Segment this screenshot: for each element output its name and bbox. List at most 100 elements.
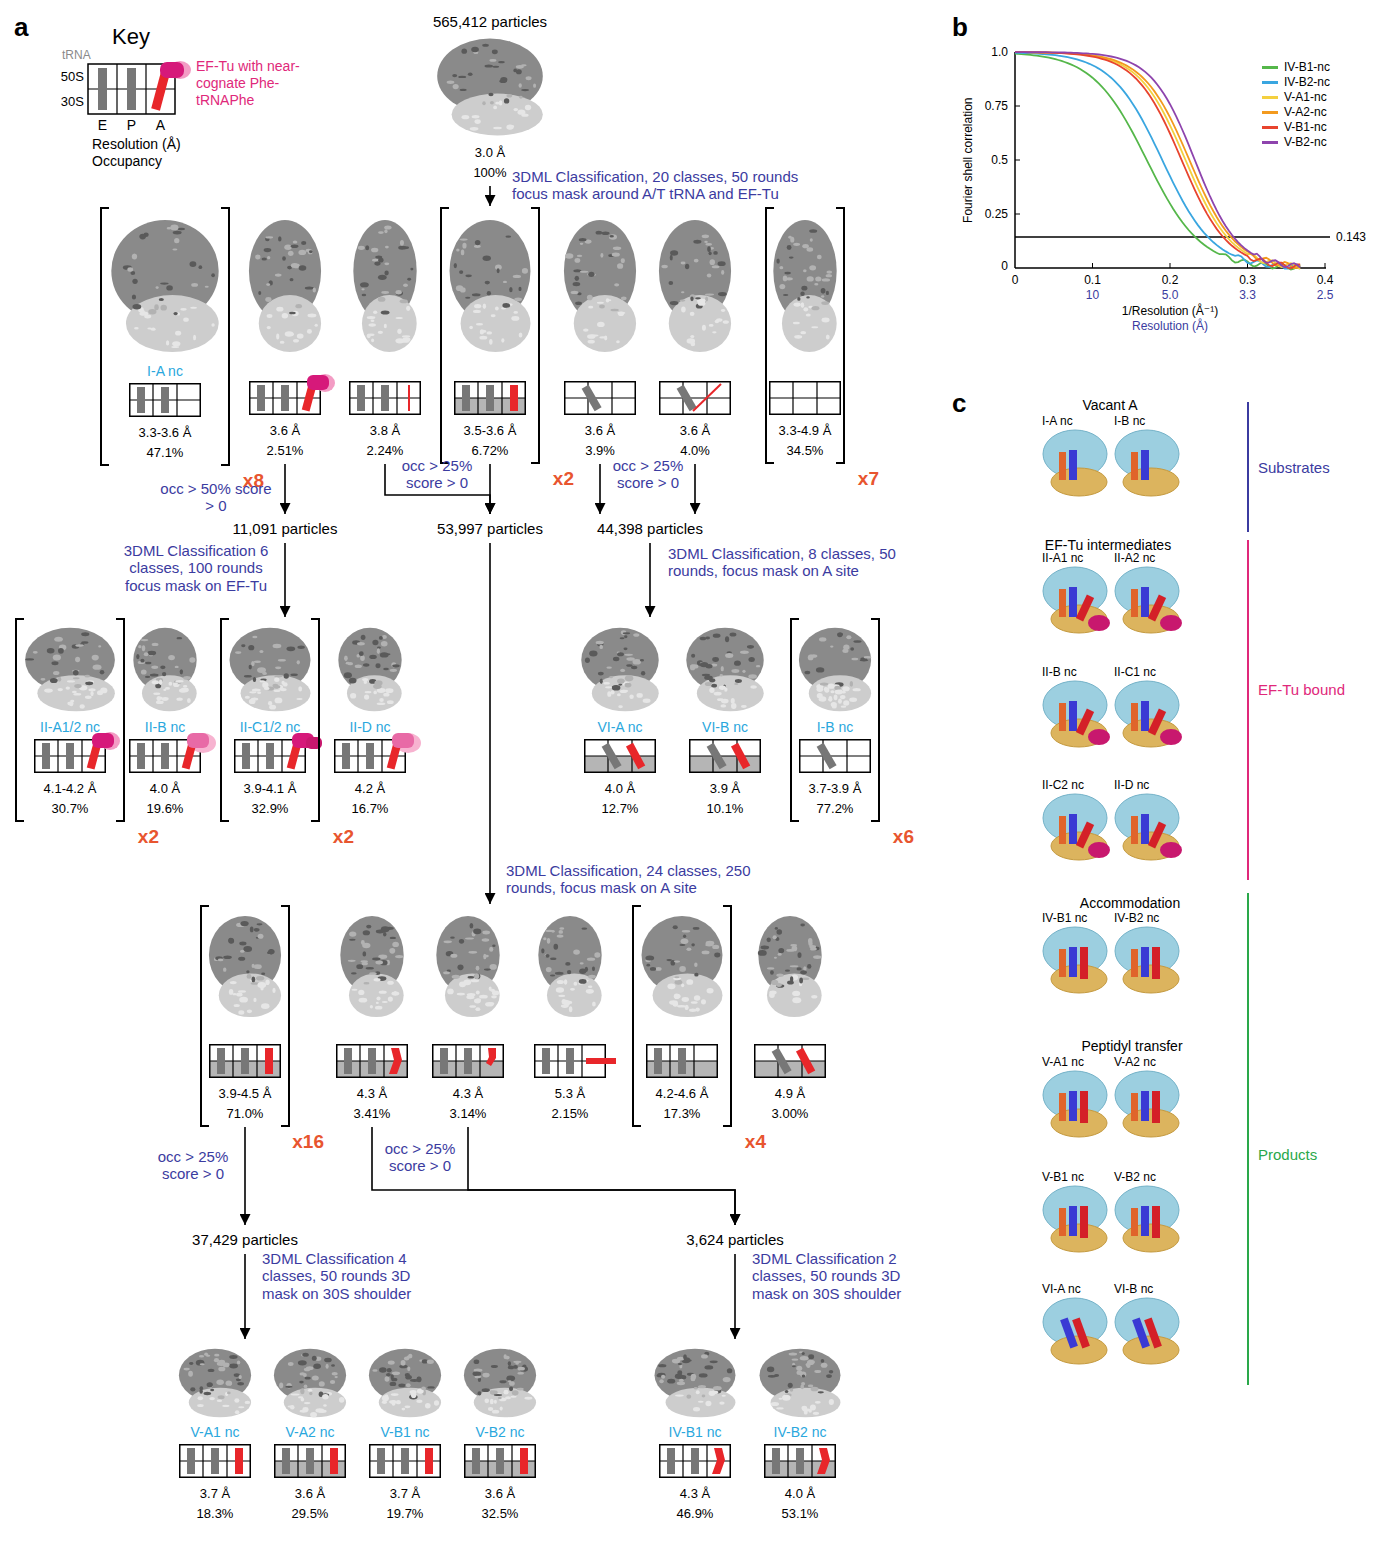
label: 3.3 [1239, 288, 1256, 302]
map-texture [705, 1401, 711, 1406]
bracket-left [221, 619, 229, 821]
text-row: 37,429 particles [170, 1230, 320, 1250]
map-texture [709, 324, 714, 327]
map-texture [459, 981, 466, 987]
map-texture [278, 236, 281, 241]
map-texture [494, 1394, 502, 1396]
map-texture [722, 1395, 726, 1397]
map-texture [864, 656, 872, 658]
state-schematic [34, 739, 106, 773]
map-texture [599, 645, 603, 649]
map-texture [434, 1400, 439, 1405]
map-texture [175, 680, 183, 683]
map-texture [475, 1007, 480, 1011]
map-texture [497, 268, 500, 273]
map-texture [476, 991, 480, 995]
map-texture [808, 942, 812, 947]
label: c [952, 388, 966, 419]
map-texture [500, 77, 507, 82]
map-texture [459, 270, 463, 274]
class-name: II-C1/2 nc [240, 719, 301, 737]
bracket-right [531, 208, 539, 463]
map-texture [267, 951, 270, 954]
trna-bar [486, 385, 494, 411]
map-texture [546, 967, 552, 972]
text-row: 3.7 Å [360, 1483, 450, 1503]
map-texture [709, 688, 714, 693]
map-texture [406, 306, 410, 311]
map-texture [176, 637, 182, 639]
map-texture [379, 698, 384, 702]
flow-arrow [244, 1127, 246, 1225]
map-texture [821, 301, 829, 305]
map-texture [460, 238, 468, 240]
state-schematic [564, 381, 636, 415]
text-row: 4.2 Å [330, 778, 410, 798]
trna-line [693, 384, 721, 411]
legend-entry: IV-B1-nc [1262, 60, 1330, 74]
map-texture [293, 339, 299, 342]
map-texture [162, 697, 168, 701]
map-texture [373, 691, 377, 695]
legend-swatch [1262, 66, 1278, 69]
map-texture [565, 253, 573, 258]
map-texture [375, 663, 380, 668]
map-texture [235, 1410, 240, 1414]
map-texture [462, 243, 466, 249]
text-row: 4.0 Å [572, 778, 668, 798]
label: 0.75 [985, 99, 1008, 113]
trna-bar [257, 385, 265, 411]
map-texture [189, 657, 195, 663]
map-texture [579, 980, 587, 984]
text-row: II-C1/2 nc [220, 717, 320, 737]
text-row: 3.9 Å [677, 778, 773, 798]
map-texture [571, 291, 579, 294]
map-texture [585, 657, 590, 663]
map-texture [332, 1372, 338, 1375]
label: Resolution (Å) [1132, 319, 1208, 333]
text-row: 5.3 Å [530, 1083, 610, 1103]
map-30s [219, 973, 281, 1017]
legend-text: V-A1-nc [1284, 90, 1327, 104]
bracket-left [766, 208, 774, 463]
map-texture [603, 682, 609, 684]
map-texture [401, 1360, 406, 1366]
spacer [200, 1024, 290, 1042]
map-texture [612, 252, 620, 256]
site-box [180, 1445, 251, 1478]
fsc-curve [1015, 52, 1300, 268]
map-30s [445, 973, 500, 1017]
trna-bar [796, 1448, 804, 1474]
map-texture [304, 1368, 311, 1372]
model-trna [1131, 703, 1138, 731]
map-texture [482, 44, 489, 47]
map-texture [821, 1359, 825, 1363]
map-texture [159, 298, 164, 301]
map-texture [704, 241, 708, 243]
map-texture [289, 312, 296, 314]
map-texture [450, 937, 455, 939]
grid-line [689, 755, 761, 756]
site-box [755, 1045, 826, 1078]
map-texture [307, 329, 312, 334]
map-30s [126, 295, 219, 352]
axis-title: Fourier shell correlation [961, 97, 975, 222]
trna-bar [464, 1048, 472, 1074]
spacer [332, 1024, 412, 1042]
model-trna [1131, 452, 1138, 480]
map-texture [486, 331, 492, 334]
map-texture [782, 1395, 791, 1401]
map-texture [629, 695, 633, 699]
map-texture [159, 679, 162, 685]
map-texture [469, 326, 473, 329]
map-texture [620, 637, 625, 639]
map-texture [489, 947, 493, 952]
legend-entry: V-B1-nc [1262, 120, 1327, 134]
map-texture [344, 656, 348, 662]
map-texture [254, 928, 260, 932]
map-texture [41, 678, 46, 681]
map-texture [693, 1407, 700, 1411]
map-texture [631, 666, 637, 669]
map-texture [85, 681, 93, 685]
text-row: IV-B2 nc [750, 1422, 850, 1442]
